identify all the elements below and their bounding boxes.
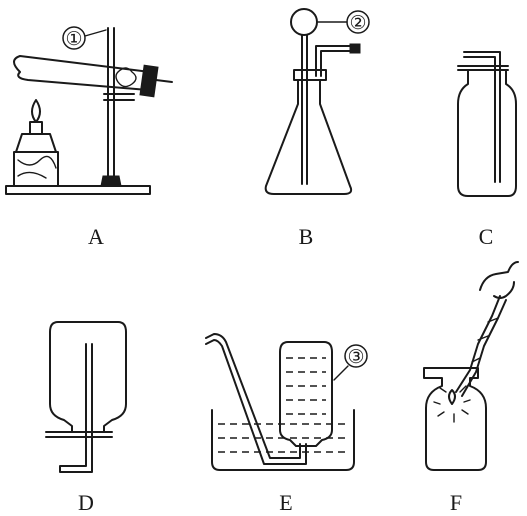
clamp-arm [103,93,135,101]
stand-rod [107,27,115,177]
f-wire-twist [471,317,499,363]
e-bottle-water [286,357,326,415]
callout-3-leader [333,365,349,381]
callout-1: ① [65,29,82,50]
tube-end [349,43,361,54]
callout-3: ③ [347,347,364,368]
lamp-body [13,151,59,187]
f-wire [455,295,507,397]
callout-1-leader [84,29,107,37]
funnel-stem [301,34,308,185]
label-a: A [88,224,104,249]
rod-foot [100,175,122,187]
apparatus-a: ① [5,26,173,195]
f-glow-rays [433,385,471,423]
d-tube [59,343,93,473]
flask-stopper [293,69,327,81]
f-bottle [423,367,487,471]
stand-base [5,185,151,195]
f-hand [479,261,519,299]
lamp-neck [29,121,43,135]
d-stopper [45,431,113,438]
label-e: E [279,490,292,515]
lamp-shoulder [15,133,57,153]
apparatus-e: ③ [205,333,368,471]
side-tube [315,45,357,77]
cotton-plug [115,67,137,88]
conical-flask [264,79,353,195]
callout-2: ② [349,13,366,34]
funnel-bulb [290,8,318,36]
callout-3-circle [344,344,368,368]
label-b: B [299,224,314,249]
e-bottle [279,341,333,447]
label-f: F [450,490,462,515]
f-flame [448,389,456,405]
apparatus-d [45,321,127,473]
e-trough [211,409,355,471]
c-long-tube [463,51,501,183]
apparatus-b: ② [264,8,370,195]
flame [31,99,41,123]
e-delivery-tube [205,333,307,465]
callout-1-circle [62,26,86,50]
c-stopper [457,65,509,71]
delivery-tube-stub [155,79,173,83]
label-c: C [479,224,494,249]
stopper [139,64,159,98]
label-d: D [78,490,94,515]
c-bottle [457,69,517,197]
d-bottle [49,321,127,433]
lamp-texture [17,155,57,179]
apparatus-f [423,261,519,471]
apparatus-c [457,51,517,197]
